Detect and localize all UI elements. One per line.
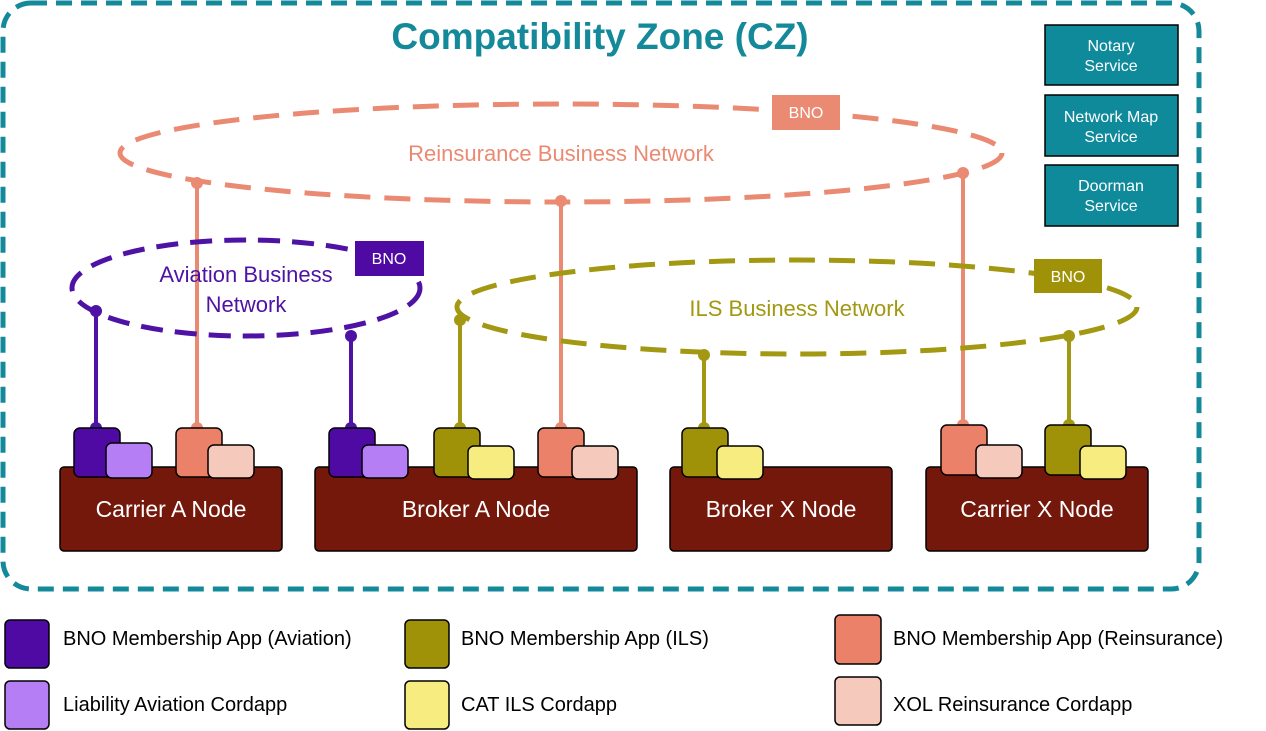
svg-text:Service: Service [1084,129,1137,146]
legend-item-reinsurance-membership: BNO Membership App (Reinsurance) [834,614,1223,665]
svg-text:Broker A Node: Broker A Node [402,496,550,522]
legend-item-xol-reinsurance-cordapp: XOL Reinsurance Cordapp [834,676,1132,726]
carrier-x-cat-ils-cordapp [1079,445,1127,480]
carrier-x-node: Carrier X Node [925,466,1149,552]
svg-text:CAT ILS Cordapp: CAT ILS Cordapp [461,694,617,716]
doorman-service: Doorman Service [1044,164,1179,227]
broker-a-node: Broker A Node [314,466,638,552]
svg-text:Carrier A Node: Carrier A Node [96,496,247,522]
svg-text:BNO Membership App (ILS): BNO Membership App (ILS) [461,628,709,650]
legend-item-liability-aviation-cordapp: Liability Aviation Cordapp [4,680,287,730]
legend-item-cat-ils-cordapp: CAT ILS Cordapp [404,680,617,730]
aviation-bno-badge: BNO [355,241,424,276]
compatibility-zone-boundary [0,0,1202,592]
reinsurance-network-label: Reinsurance Business Network [408,141,715,166]
svg-text:BNO Membership App (Reinsuranc: BNO Membership App (Reinsurance) [893,628,1223,650]
notary-service: Notary Service [1044,24,1179,86]
broker-x-node: Broker X Node [669,466,893,552]
svg-text:Service: Service [1084,198,1137,215]
svg-text:Liability Aviation Cordapp: Liability Aviation Cordapp [63,694,287,716]
broker-a-cat-ils-cordapp [467,445,515,480]
broker-a-liability-aviation-cordapp [361,444,409,479]
network-map-service: Network Map Service [1044,94,1179,157]
zone-title: Compatibility Zone (CZ) [391,16,808,57]
legend-item-ils-membership: BNO Membership App (ILS) [404,619,709,669]
svg-text:BNO: BNO [1051,269,1086,286]
broker-x-cat-ils-cordapp [716,445,764,480]
svg-text:BNO Membership App (Aviation): BNO Membership App (Aviation) [63,628,352,650]
aviation-network-label-line2: Network [206,292,288,317]
svg-text:Notary: Notary [1087,38,1134,55]
svg-text:BNO: BNO [789,105,824,122]
svg-text:Carrier X Node: Carrier X Node [960,496,1113,522]
aviation-network-label-line1: Aviation Business [159,262,332,287]
svg-text:Network Map: Network Map [1064,109,1158,126]
svg-text:Service: Service [1084,58,1137,75]
broker-a-xol-reinsurance-cordapp [571,445,619,480]
svg-text:Broker X Node: Broker X Node [706,496,857,522]
svg-text:Doorman: Doorman [1078,178,1144,195]
legend-item-aviation-membership: BNO Membership App (Aviation) [4,619,352,669]
carrier-a-xol-reinsurance-cordapp [207,444,255,479]
svg-text:BNO: BNO [372,251,407,268]
carrier-a-node: Carrier A Node [59,466,283,552]
ils-bno-badge: BNO [1034,259,1102,293]
carrier-x-xol-reinsurance-cordapp [975,444,1023,479]
carrier-a-liability-aviation-cordapp [105,442,153,479]
legend: BNO Membership App (Aviation) Liability … [4,614,1223,730]
reinsurance-bno-badge: BNO [772,95,840,130]
ils-network-ellipse [454,257,1140,357]
aviation-network-ellipse [69,237,423,339]
ils-network-label: ILS Business Network [689,296,905,321]
svg-text:XOL Reinsurance Cordapp: XOL Reinsurance Cordapp [893,694,1132,716]
